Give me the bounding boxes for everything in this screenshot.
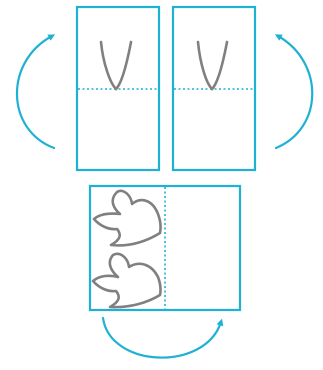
left-curved-arrow (15, 34, 56, 150)
right-folded-panel (171, 5, 257, 172)
right-panel-border (171, 5, 257, 172)
bottom-curved-arrow (101, 316, 224, 359)
bottom-unfolded-panel (88, 184, 242, 312)
top-petal-shape (92, 189, 162, 247)
bottom-panel-border (88, 184, 242, 312)
left-folded-panel (75, 5, 161, 172)
bottom-petal-shape (91, 252, 162, 309)
left-panel-border (75, 5, 161, 172)
right-v-curve-shape (196, 40, 229, 91)
right-curved-arrow (274, 34, 314, 150)
left-v-curve-shape (99, 40, 133, 91)
